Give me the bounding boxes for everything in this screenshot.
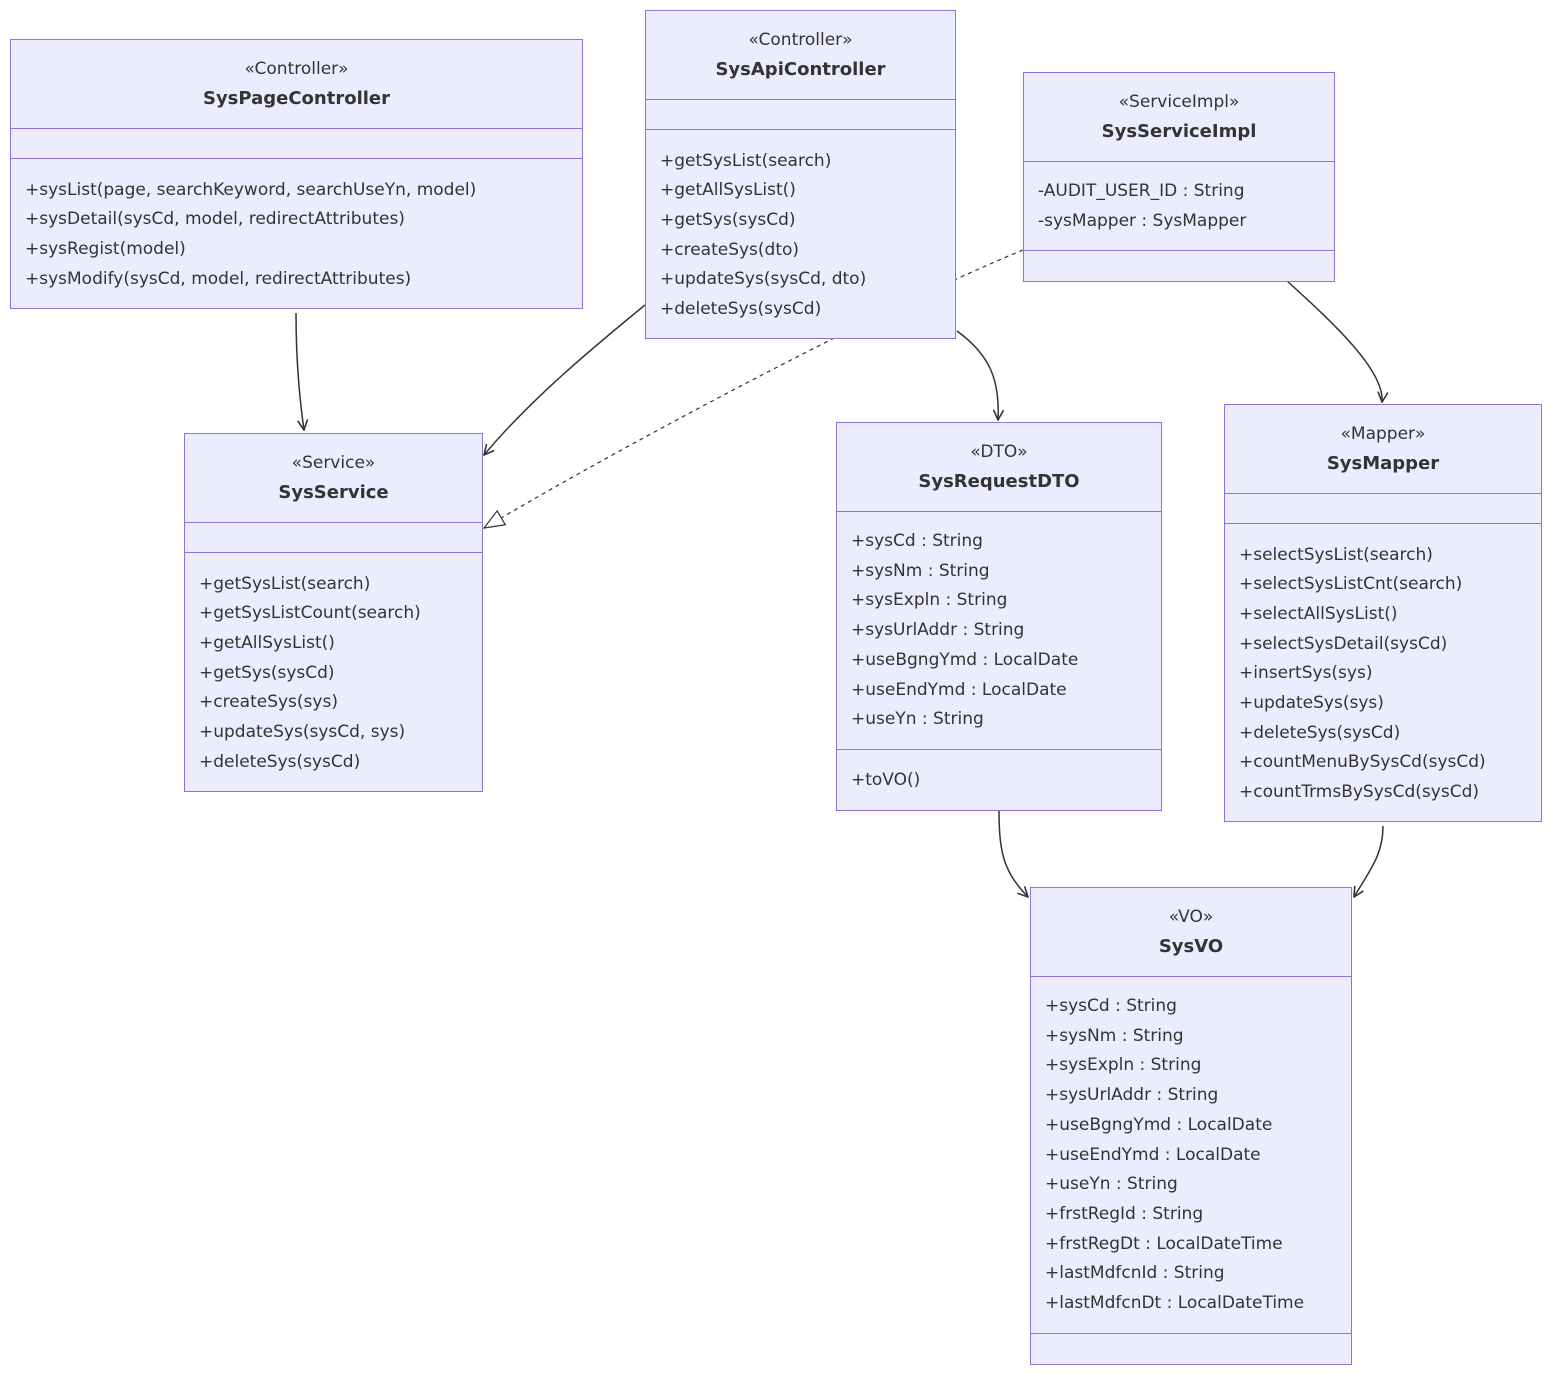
class-name: SysPageController: [202, 88, 391, 109]
attribute-row: +sysExpln : String: [851, 590, 1008, 611]
class-sys-service-impl: «ServiceImpl» SysServiceImpl -AUDIT_USER_I…: [1023, 72, 1335, 283]
class-name: SysApiController: [715, 59, 886, 80]
attribute-row: +useBgngYmd : LocalDate: [1045, 1114, 1273, 1135]
method-row: +getSysList(search): [199, 573, 371, 594]
attribute-row: +sysUrlAddr : String: [1045, 1085, 1219, 1106]
attribute-row: +sysCd : String: [1045, 996, 1177, 1016]
relation-sys-mapper-to-sys-vo: [1354, 825, 1384, 897]
class-sys-service-impl-methods: [1024, 253, 1334, 283]
class-sys-vo-attributes: +sysCd : String +sysNm : String +sysExpln …: [1031, 977, 1351, 1334]
attribute-row: +sysNm : String: [1045, 1025, 1184, 1046]
class-sys-service-impl-header: «ServiceImpl» SysServiceImpl: [1024, 73, 1334, 162]
method-row: +selectSysList(search): [1239, 544, 1433, 565]
class-sys-page-controller-attributes: [11, 129, 582, 159]
stereotype-label: «ServiceImpl»: [1118, 92, 1240, 112]
stereotype-label: «Controller»: [748, 30, 853, 50]
class-sys-request-dto-methods: +toVO(): [837, 751, 1161, 811]
stereotype-label: «Mapper»: [1340, 424, 1426, 444]
method-row: +sysRegist(model): [25, 238, 186, 259]
class-name: SysServiceImpl: [1101, 121, 1257, 142]
method-row: +countMenuBySysCd(sysCd): [1239, 752, 1486, 773]
class-sys-service-methods: +getSysList(search) +getSysListCount(sear…: [185, 555, 482, 793]
method-row: +selectSysDetail(sysCd): [1239, 633, 1448, 654]
relation-sys-api-controller-to-sys-service: [484, 304, 646, 455]
method-row: +createSys(sys): [199, 692, 338, 713]
attribute-row: +lastMdfcnId : String: [1045, 1263, 1225, 1284]
class-sys-page-controller-methods: +sysList(page, searchKeyword, searchUseY…: [11, 161, 582, 310]
class-sys-service-header: «Service» SysService: [185, 434, 482, 523]
class-sys-page-controller-header: «Controller» SysPageController: [11, 40, 582, 129]
class-sys-vo-header: «VO» SysVO: [1031, 888, 1351, 977]
class-sys-api-controller: «Controller» SysApiController +getSysList(…: [645, 10, 956, 340]
attribute-row: +sysCd : String: [851, 531, 983, 551]
class-name: SysRequestDTO: [918, 471, 1080, 492]
method-row: +getSysList(search): [660, 150, 832, 171]
method-row: +getSysListCount(search): [199, 603, 421, 624]
class-sys-request-dto: «DTO» SysRequestDTO +sysCd : String +sysNm …: [836, 422, 1162, 811]
attribute-row: -AUDIT_USER_ID : String: [1038, 181, 1245, 201]
method-row: +deleteSys(sysCd): [1239, 722, 1401, 743]
class-sys-page-controller: «Controller» SysPageController +sysList(pa…: [10, 39, 583, 309]
class-sys-request-dto-header: «DTO» SysRequestDTO: [837, 423, 1161, 512]
method-row: +sysList(page, searchKeyword, searchUseY…: [25, 179, 477, 200]
method-row: +getAllSysList(): [660, 180, 796, 201]
class-sys-api-controller-methods: +getSysList(search) +getAllSysList() +getS…: [646, 132, 955, 340]
method-row: +updateSys(sys): [1239, 693, 1384, 714]
method-row: +insertSys(sys): [1239, 663, 1373, 684]
attribute-row: +useBgngYmd : LocalDate: [851, 649, 1079, 670]
relation-sys-api-controller-to-sys-request-dto: [956, 330, 998, 420]
class-sys-mapper-header: «Mapper» SysMapper: [1225, 405, 1541, 494]
class-sys-mapper: «Mapper»SysMapper+selectSysList(search)+…: [1224, 404, 1542, 823]
class-name: SysVO: [1158, 936, 1224, 957]
relation-sys-page-controller-to-sys-service: [295, 312, 304, 430]
method-row: +selectSysListCnt(search): [1239, 574, 1463, 595]
attribute-row: +useEndYmd : LocalDate: [1045, 1144, 1261, 1165]
method-row: +updateSys(sysCd, sys): [199, 722, 406, 743]
relation-sys-service-impl-to-sys-mapper: [1285, 279, 1382, 402]
stereotype-label: «VO»: [1168, 907, 1214, 927]
class-sys-api-controller-attributes: [646, 100, 955, 130]
method-row: +sysDetail(sysCd, model, redirectAttribu…: [25, 209, 405, 230]
class-sys-mapper-attributes: [1225, 494, 1541, 524]
relation-sys-service-impl-to-sys-service: [484, 249, 1024, 528]
method-row: +getSys(sysCd): [660, 209, 796, 230]
attribute-row: +frstRegDt : LocalDateTime: [1045, 1233, 1283, 1254]
attribute-row: +useYn : String: [1045, 1174, 1178, 1195]
attribute-row: +sysExpln : String: [1045, 1055, 1202, 1076]
class-sys-vo-methods: [1031, 1335, 1351, 1365]
class-sys-service-attributes: [185, 523, 482, 553]
method-row: +getAllSysList(): [199, 632, 335, 653]
class-sys-api-controller-header: «Controller» SysApiController: [646, 11, 955, 100]
relation-sys-request-dto-to-sys-vo: [998, 806, 1028, 897]
class-sys-service-impl-attributes: -AUDIT_USER_ID : String -sysMapper : SysM…: [1024, 162, 1334, 252]
method-row: +updateSys(sysCd, dto): [660, 269, 867, 290]
attribute-row: +sysNm : String: [851, 560, 990, 581]
stereotype-label: «Service»: [291, 453, 376, 473]
method-row: +countTrmsBySysCd(sysCd): [1239, 782, 1479, 803]
stereotype-label: «Controller»: [244, 59, 349, 79]
class-sys-mapper-methods: +selectSysList(search) +selectSysListCnt(…: [1225, 526, 1541, 823]
class-sys-vo: «VO»SysVO+sysCd : String+sysNm : String+…: [1030, 887, 1352, 1365]
class-sys-request-dto-attributes: +sysCd : String +sysNm : String +sysExpln …: [837, 512, 1161, 750]
stereotype-label: «DTO»: [970, 442, 1028, 462]
method-row: +selectAllSysList(): [1239, 603, 1398, 624]
class-sys-service: «Service»SysService+getSysList(search)+g…: [184, 433, 483, 792]
method-row: +createSys(dto): [660, 239, 800, 260]
class-name: SysMapper: [1326, 453, 1440, 474]
attribute-row: +lastMdfcnDt : LocalDateTime: [1045, 1293, 1305, 1314]
attribute-row: +sysUrlAddr : String: [851, 620, 1025, 641]
method-row: +getSys(sysCd): [199, 662, 335, 683]
class-name: SysService: [278, 482, 389, 503]
attribute-row: +useYn : String: [851, 709, 984, 730]
method-row: +deleteSys(sysCd): [199, 751, 361, 772]
method-row: +toVO(): [851, 770, 921, 791]
attribute-row: -sysMapper : SysMapper: [1038, 210, 1247, 231]
method-row: +deleteSys(sysCd): [660, 299, 822, 320]
attribute-row: +frstRegId : String: [1045, 1203, 1204, 1224]
method-row: +sysModify(sysCd, model, redirectAttribu…: [25, 268, 412, 289]
attribute-row: +useEndYmd : LocalDate: [851, 679, 1067, 700]
